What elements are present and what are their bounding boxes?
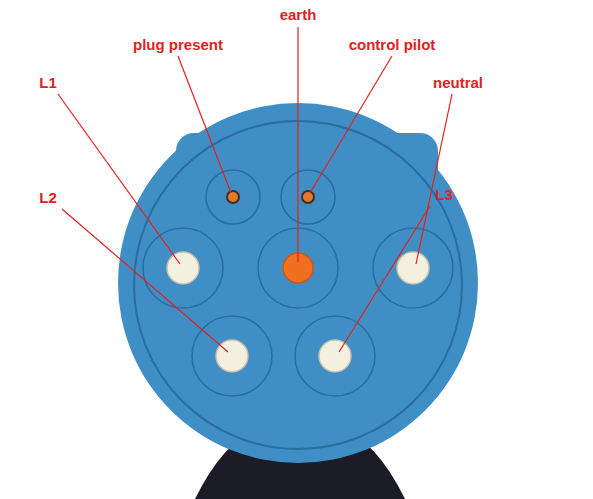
pin-label: control pilot [349, 36, 436, 54]
signal-pins [227, 191, 314, 203]
pin-label: L1 [39, 74, 57, 92]
pin-label: neutral [433, 74, 483, 92]
pin-label: L3 [435, 186, 453, 204]
leader-lines [58, 27, 452, 352]
pin-label: L2 [39, 189, 57, 207]
pin-label: earth [280, 6, 317, 24]
pin-label: plug present [133, 36, 223, 54]
